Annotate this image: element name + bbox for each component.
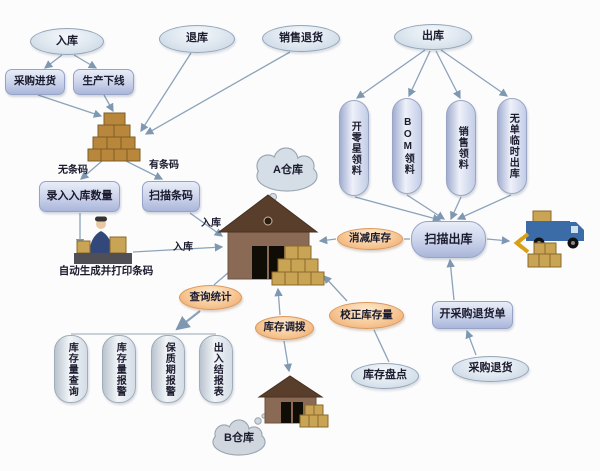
- goods-stack-icon: [87, 112, 141, 162]
- node-outbound: 出库: [394, 24, 472, 50]
- node-scan-barcode: 扫描条码: [142, 181, 200, 212]
- node-query-statistics: 查询统计: [179, 285, 242, 310]
- crates-b-icon: [299, 404, 329, 428]
- pill-inventory-alarm: 库存量报警: [102, 335, 136, 403]
- operator-desk-icon: [74, 216, 132, 264]
- node-inventory-transfer: 库存调拨: [255, 316, 314, 340]
- pill-shelf-life-alarm: 保质期报警: [151, 335, 185, 403]
- node-purchase-return: 采购退货: [452, 356, 529, 382]
- label-warehouse-a: A仓库: [273, 164, 303, 176]
- label-warehouse-b: B仓库: [224, 432, 254, 444]
- node-purchase-receiving: 采购进货: [5, 69, 65, 95]
- label-inbound-2: 入库: [173, 242, 193, 253]
- label-no-barcode: 无条码: [58, 165, 88, 176]
- node-inbound: 入库: [30, 28, 104, 55]
- pill-inout-report: 出入结报表: [199, 335, 233, 403]
- node-scan-outbound: 扫描出库: [411, 221, 486, 258]
- node-stocktaking: 库存盘点: [351, 363, 419, 389]
- pill-inventory-query: 库存量查询: [54, 335, 88, 403]
- label-auto-generate-print: 自动生成并打印条码: [58, 265, 154, 277]
- node-production-offline: 生产下线: [73, 69, 134, 95]
- node-reduce-inventory: 消减库存: [337, 228, 403, 250]
- node-adjust-inventory: 校正库存量: [329, 302, 404, 329]
- pill-sales-picking: 销售领料: [446, 100, 476, 196]
- node-create-purchase-return-order: 开采购退货单: [432, 301, 513, 329]
- node-enter-inbound-qty: 录入入库数量: [39, 181, 120, 212]
- warehouse-b-cloud: [212, 413, 267, 456]
- loading-chevron-icon: [513, 232, 530, 254]
- truck-goods-icon: [527, 242, 562, 268]
- pill-open-sporadic-picking: 开零星领料: [339, 100, 369, 196]
- node-sales-return: 销售退货: [262, 25, 340, 52]
- pill-bom-picking: BOM领料: [392, 98, 422, 194]
- label-inbound-1: 入库: [201, 218, 221, 229]
- label-has-barcode: 有条码: [149, 160, 179, 171]
- pill-no-order-temp-outbound: 无单临时出库: [497, 98, 527, 194]
- warehouse-a-cloud: [256, 147, 318, 206]
- node-stock-return: 退库: [159, 25, 235, 53]
- crates-a-icon: [271, 245, 325, 286]
